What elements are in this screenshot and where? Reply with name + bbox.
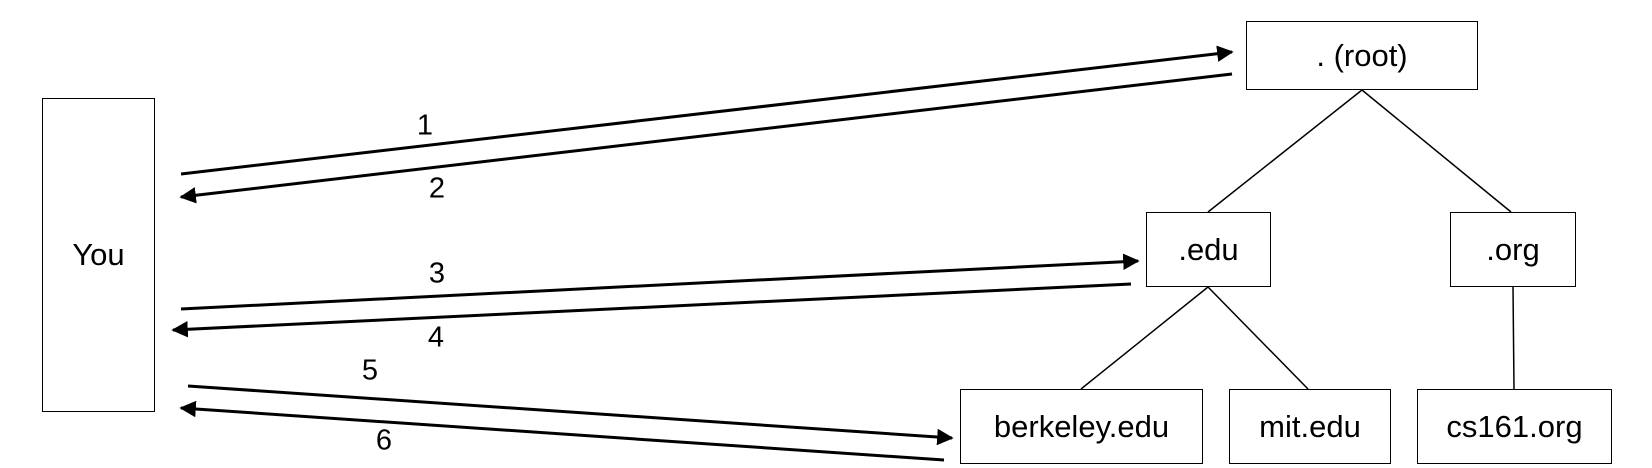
node-root: . (root) (1246, 21, 1478, 90)
node-you: You (42, 98, 155, 412)
node-edu: .edu (1146, 212, 1271, 287)
step-label-3: 3 (428, 257, 446, 290)
arrow-step-4 (171, 282, 1132, 338)
arrow-step-6 (179, 400, 945, 462)
edge-edu-mit (1207, 286, 1309, 390)
node-berkeley: berkeley.edu (960, 389, 1203, 464)
node-org: .org (1450, 212, 1576, 287)
step-label-1: 1 (416, 109, 434, 142)
edge-root-edu (1207, 89, 1363, 213)
edge-org-cs161 (1512, 286, 1515, 390)
edge-edu-berkeley (1080, 286, 1209, 390)
step-label-6: 6 (375, 424, 393, 457)
step-label-5: 5 (361, 354, 379, 387)
node-cs161: cs161.org (1417, 389, 1612, 464)
arrow-step-2 (179, 72, 1233, 204)
arrow-step-3 (180, 253, 1140, 311)
step-label-2: 2 (428, 172, 446, 205)
edge-root-org (1361, 89, 1512, 213)
step-label-4: 4 (427, 321, 445, 354)
arrow-step-1 (180, 45, 1234, 176)
node-mit: mit.edu (1229, 389, 1391, 464)
arrow-step-5 (187, 384, 954, 446)
